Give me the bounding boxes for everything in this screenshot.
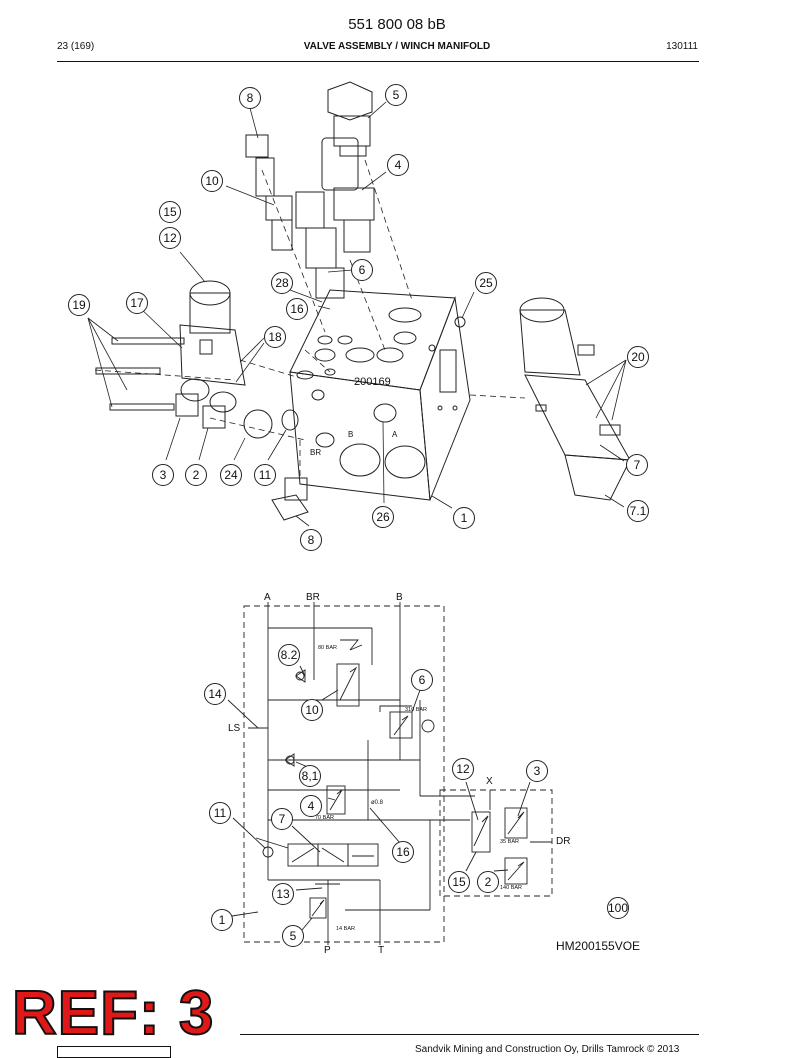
footer-rule xyxy=(240,1034,699,1035)
callout-bubble: 2 xyxy=(477,871,499,893)
callout-bubble: 10 xyxy=(301,699,323,721)
callout-bubble: 20 xyxy=(627,346,649,368)
callout-bubble: 11 xyxy=(254,464,276,486)
callout-bubble: 1 xyxy=(453,507,475,529)
callout-bubble: 6 xyxy=(411,669,433,691)
fitting-11 xyxy=(281,409,299,431)
callout-bubble: 5 xyxy=(282,925,304,947)
port-label: DR xyxy=(556,836,571,847)
hydraulic-schematic xyxy=(227,602,553,945)
cartridge-valve-10 xyxy=(245,134,293,251)
exploded-view xyxy=(87,81,631,527)
pressure-label: 80 BAR xyxy=(318,645,337,651)
orifice-label: ø0.8 xyxy=(371,800,384,806)
callout-bubble: 28 xyxy=(271,272,293,294)
callout-bubble: 25 xyxy=(475,272,497,294)
page-number: 23 (169) xyxy=(57,41,95,52)
callout-bubble: 15 xyxy=(159,201,181,223)
callout-bubble: 17 xyxy=(126,292,148,314)
callout-bubble: 100 xyxy=(607,897,629,919)
bolts-19 xyxy=(95,337,185,411)
cartridge-valve-5 xyxy=(327,81,373,157)
callout-bubble: 6 xyxy=(351,259,373,281)
pressure-label: 14 BAR xyxy=(336,926,355,932)
callout-bubble: 3 xyxy=(152,464,174,486)
callout-bubble: 16 xyxy=(286,298,308,320)
cartridge-valve-6 xyxy=(295,191,345,299)
port-label: A xyxy=(392,430,398,439)
company-logo xyxy=(57,1046,171,1058)
sub-block-boundary xyxy=(439,789,553,897)
callout-bubble: 8.2 xyxy=(278,644,300,666)
port-label: T xyxy=(378,945,385,956)
callout-bubble: 11 xyxy=(209,802,231,824)
callout-leaders xyxy=(87,101,627,527)
callout-bubble: 7 xyxy=(271,808,293,830)
port-label: BR xyxy=(306,592,320,603)
pressure-label: 140 BAR xyxy=(500,885,523,891)
callout-bubble: 1 xyxy=(211,909,233,931)
callout-bubble: 26 xyxy=(372,506,394,528)
callout-bubble: 2 xyxy=(185,464,207,486)
callout-bubble: 18 xyxy=(264,326,286,348)
manifold-block xyxy=(289,289,471,501)
port-label: BR xyxy=(310,448,322,457)
port-label: A xyxy=(264,592,271,603)
solenoid-coil-12 xyxy=(179,280,246,386)
callout-bubble: 8,1 xyxy=(299,765,321,787)
page-title: VALVE ASSEMBLY / WINCH MANIFOLD xyxy=(303,41,491,52)
callout-bubble: 15 xyxy=(448,871,470,893)
callout-bubble: 12 xyxy=(159,227,181,249)
callout-bubble: 4 xyxy=(387,154,409,176)
port-label: B xyxy=(348,430,354,439)
directional-valve-7 xyxy=(519,297,631,501)
plug-2 xyxy=(202,391,237,429)
port-label: P xyxy=(324,945,331,956)
pressure-label: 35 BAR xyxy=(500,839,519,845)
callout-bubble: 3 xyxy=(526,760,548,782)
drawing-code: HM200155VOE xyxy=(556,939,641,953)
callout-bubble: 16 xyxy=(392,841,414,863)
plug-8-bottom xyxy=(271,477,309,521)
date-code: 130111 xyxy=(666,41,698,52)
port-label: X xyxy=(486,776,493,787)
header-rule xyxy=(57,61,699,62)
plug-3 xyxy=(175,378,210,417)
callout-bubble: 19 xyxy=(68,294,90,316)
callout-bubble: 4 xyxy=(300,795,322,817)
callout-bubble: 7.1 xyxy=(627,500,649,522)
pressure-label: 310 BAR xyxy=(405,707,428,713)
callout-bubble: 14 xyxy=(204,683,226,705)
port-label: B xyxy=(396,592,403,603)
copyright-text: Sandvik Mining and Construction Oy, Dril… xyxy=(415,1044,680,1055)
callout-bubble: 5 xyxy=(385,84,407,106)
port-label: LS xyxy=(228,723,241,734)
callout-bubble: 8 xyxy=(239,87,261,109)
callout-bubble: 12 xyxy=(452,758,474,780)
ref-stamp: REF: 3 xyxy=(11,979,215,1048)
callout-bubble: 7 xyxy=(626,454,648,476)
callout-bubble: 8 xyxy=(300,529,322,551)
document-number: 551 800 08 bB xyxy=(348,16,446,33)
pressure-label: 70 BAR xyxy=(315,815,334,821)
callout-bubble: 13 xyxy=(272,883,294,905)
block-stamp: 200169 xyxy=(354,376,391,388)
cartridge-valve-4 xyxy=(321,137,375,253)
seal-24 xyxy=(243,409,273,439)
callout-bubble: 10 xyxy=(201,170,223,192)
callout-bubble: 24 xyxy=(220,464,242,486)
manifold-boundary xyxy=(243,605,445,943)
